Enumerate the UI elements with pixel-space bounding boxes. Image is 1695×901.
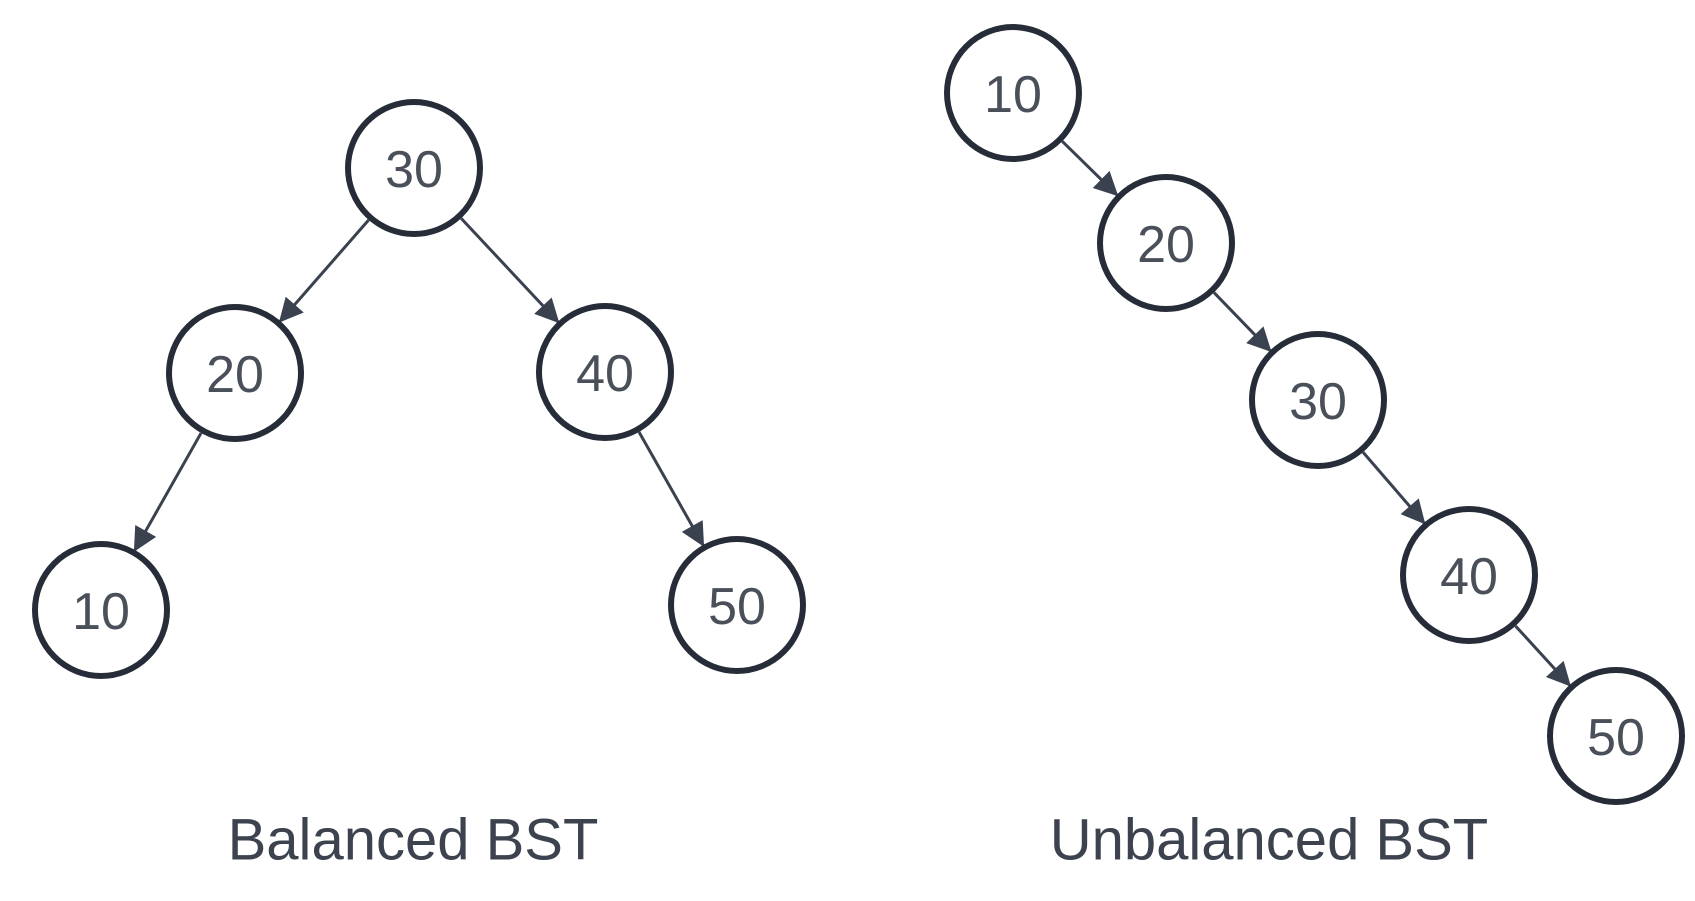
tree-edge-b-20-b-10 bbox=[133, 432, 203, 552]
tree-node-u-50: 50 bbox=[1547, 667, 1685, 805]
tree-node-u-20: 20 bbox=[1097, 174, 1235, 312]
tree-node-b-30: 30 bbox=[345, 99, 483, 237]
diagram-label-balanced-bst: Balanced BST bbox=[228, 808, 599, 873]
node-value-u-40: 40 bbox=[1440, 548, 1498, 606]
tree-node-u-40: 40 bbox=[1400, 506, 1538, 644]
node-circle-u-40 bbox=[1400, 506, 1538, 644]
tree-node-b-40: 40 bbox=[536, 303, 674, 441]
node-circle-u-10 bbox=[944, 24, 1082, 162]
node-circle-u-20 bbox=[1097, 174, 1235, 312]
tree-edge-u-40-u-50 bbox=[1514, 624, 1572, 687]
tree-edge-u-30-u-40 bbox=[1361, 451, 1426, 525]
node-value-u-10: 10 bbox=[984, 66, 1042, 124]
tree-edge-b-30-b-20 bbox=[278, 218, 370, 323]
diagram-label-unbalanced-bst: Unbalanced BST bbox=[1050, 808, 1488, 873]
tree-node-u-30: 30 bbox=[1249, 331, 1387, 469]
node-value-b-50: 50 bbox=[708, 578, 766, 636]
node-value-b-10: 10 bbox=[72, 583, 130, 641]
tree-edge-u-10-u-20 bbox=[1061, 140, 1119, 197]
tree-node-b-50: 50 bbox=[668, 536, 806, 674]
node-value-b-20: 20 bbox=[206, 346, 264, 404]
tree-node-b-10: 10 bbox=[32, 541, 170, 679]
node-value-u-30: 30 bbox=[1289, 373, 1347, 431]
node-circle-b-30 bbox=[345, 99, 483, 237]
node-value-u-20: 20 bbox=[1137, 216, 1195, 274]
node-circle-b-20 bbox=[166, 304, 304, 442]
tree-node-b-20: 20 bbox=[166, 304, 304, 442]
node-circle-u-50 bbox=[1547, 667, 1685, 805]
node-value-u-50: 50 bbox=[1587, 709, 1645, 767]
node-circle-b-10 bbox=[32, 541, 170, 679]
tree-edge-b-40-b-50 bbox=[637, 431, 705, 547]
tree-node-u-10: 10 bbox=[944, 24, 1082, 162]
node-circle-b-50 bbox=[668, 536, 806, 674]
node-value-b-30: 30 bbox=[385, 141, 443, 199]
node-value-b-40: 40 bbox=[576, 345, 634, 403]
node-circle-b-40 bbox=[536, 303, 674, 441]
node-circle-u-30 bbox=[1249, 331, 1387, 469]
tree-edge-b-30-b-40 bbox=[460, 217, 560, 324]
tree-edge-u-20-u-30 bbox=[1212, 291, 1272, 353]
